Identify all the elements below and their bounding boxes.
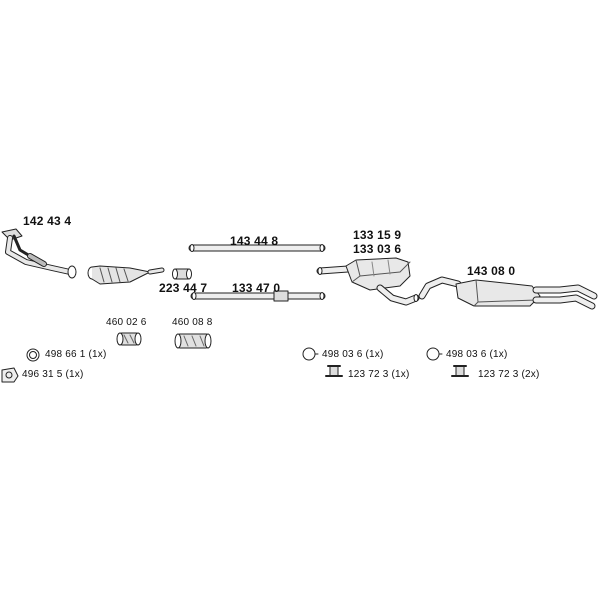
ring-mid-label: 498 03 6 (1x) [322,349,384,360]
rear-silencer-label: 143 08 0 [467,264,516,278]
catalyst-pipe-label: 223 44 7 [159,281,208,295]
rear-silencer-drawing [418,276,598,310]
front-pipe-label: 142 43 4 [23,214,72,228]
clamp-b-label: 460 08 8 [172,317,213,328]
connector-drawing [172,268,192,280]
gasket-label: 496 31 5 (1x) [22,369,84,380]
hanger-mid-label: 123 72 3 (1x) [348,369,410,380]
straight-pipe-upper-label: 143 44 8 [230,234,279,248]
catalyst-drawing [87,265,165,285]
gasket-drawing [1,367,19,383]
middle-silencer-label-b: 133 03 6 [353,242,402,256]
ring-label: 498 66 1 (1x) [45,349,107,360]
hanger-rear-label: 123 72 3 (2x) [478,369,540,380]
clamp-b-drawing [174,333,212,349]
ring-mid-drawing [302,347,319,361]
hanger-mid-drawing [325,365,343,377]
middle-silencer-drawing [316,257,420,306]
ring-drawing [26,348,40,362]
front-pipe-drawing [1,228,77,279]
straight-pipe-upper-drawing [188,244,326,252]
straight-pipe-lower-drawing [190,290,326,302]
clamp-a-label: 460 02 6 [106,317,147,328]
hanger-rear-drawing [451,365,469,377]
straight-pipe-lower-label: 133 47 0 [232,281,281,295]
middle-silencer-label-a: 133 15 9 [353,228,402,242]
ring-rear-drawing [426,347,443,361]
ring-rear-label: 498 03 6 (1x) [446,349,508,360]
clamp-a-drawing [116,332,142,346]
